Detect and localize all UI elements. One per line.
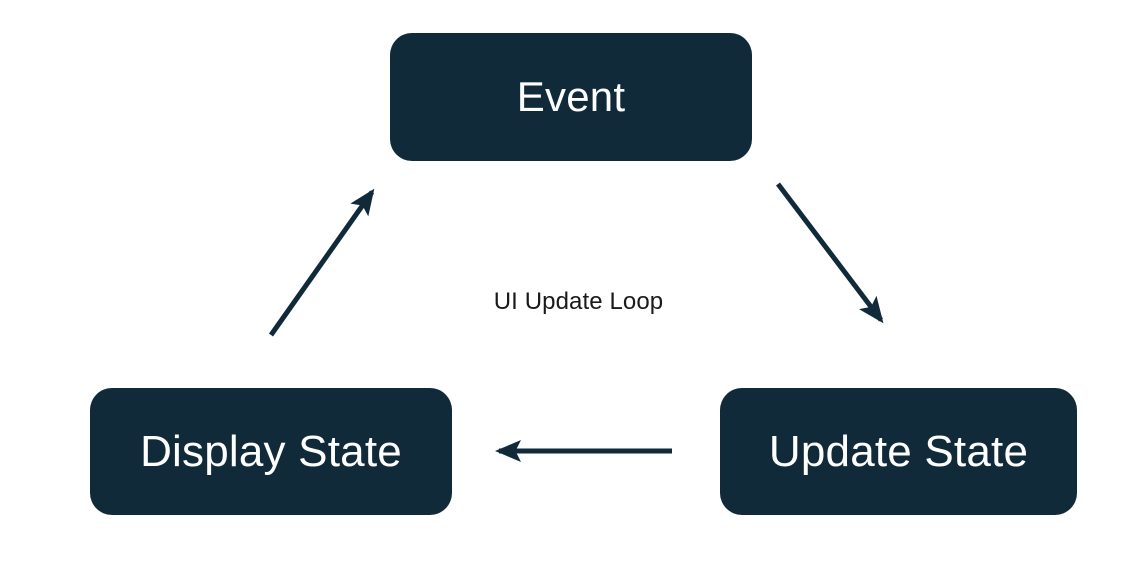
diagram-center-label: UI Update Loop xyxy=(0,288,1147,317)
node-display-state-label: Display State xyxy=(140,426,402,476)
node-update-state[interactable]: Update State xyxy=(720,388,1077,515)
node-event[interactable]: Event xyxy=(390,33,752,161)
node-event-label: Event xyxy=(516,73,626,120)
node-update-state-label: Update State xyxy=(768,426,1029,476)
arrow-display-state-to-event xyxy=(268,188,375,337)
arrow-event-to-update-state xyxy=(776,182,884,324)
node-display-state[interactable]: Display State xyxy=(90,388,452,515)
diagram-center-label-text: UI Update Loop xyxy=(493,288,664,315)
